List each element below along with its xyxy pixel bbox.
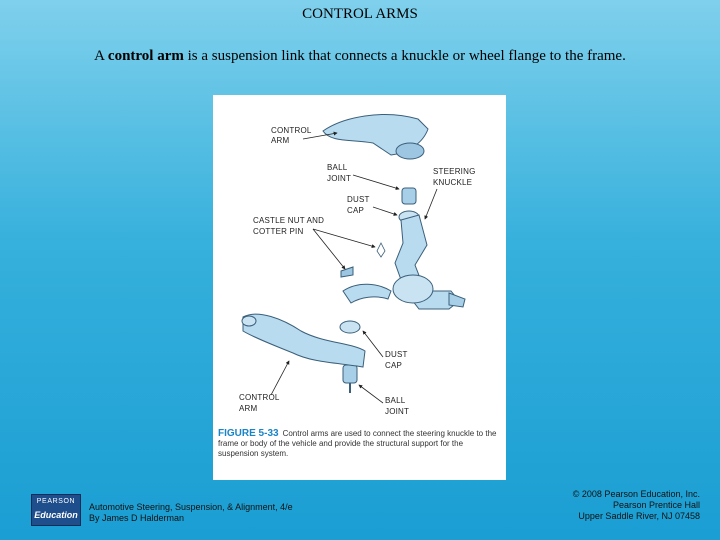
label-control-arm-upper-1: CONTROL: [271, 126, 312, 135]
logo-line-2: Education: [32, 510, 80, 520]
upper-ball-joint: [402, 188, 416, 204]
label-dust-cap-upper-2: CAP: [347, 206, 364, 215]
footer-book-title: Automotive Steering, Suspension, & Align…: [89, 502, 293, 513]
label-ball-joint-upper-1: BALL: [327, 163, 348, 172]
body-bold-term: control arm: [108, 48, 184, 64]
label-ball-joint-upper-2: JOINT: [327, 174, 351, 183]
label-steering-knuckle-2: KNUCKLE: [433, 178, 472, 187]
footer-address: Upper Saddle River, NJ 07458: [573, 511, 700, 522]
slide-body-text: A control arm is a suspension link that …: [60, 46, 660, 67]
label-castle-nut-2: COTTER PIN: [253, 227, 303, 236]
upper-ball-joint-stud: [396, 143, 424, 159]
slide-title: CONTROL ARMS: [0, 6, 720, 23]
body-prefix: A: [94, 48, 108, 64]
footer-copyright-block: © 2008 Pearson Education, Inc. Pearson P…: [573, 489, 700, 522]
label-dust-cap-lower-2: CAP: [385, 361, 402, 370]
steering-arm: [343, 284, 391, 303]
body-suffix: is a suspension link that connects a knu…: [184, 48, 626, 64]
knuckle-hub: [393, 275, 433, 303]
label-steering-knuckle-1: STEERING: [433, 167, 476, 176]
lower-dust-cap: [340, 321, 360, 333]
label-castle-nut-1: CASTLE NUT AND: [253, 216, 324, 225]
figure-panel: CONTROL ARM BALL JOINT STEERING KNUCKLE …: [213, 95, 506, 480]
label-ball-joint-lower-1: BALL: [385, 396, 406, 405]
label-control-arm-upper-2: ARM: [271, 136, 290, 145]
logo-line-1: PEARSON: [32, 498, 80, 505]
footer-book-info: Automotive Steering, Suspension, & Align…: [89, 502, 293, 524]
footer-publisher: Pearson Prentice Hall: [573, 500, 700, 511]
label-dust-cap-lower-1: DUST: [385, 350, 408, 359]
control-arm-diagram: CONTROL ARM BALL JOINT STEERING KNUCKLE …: [213, 95, 506, 425]
label-control-arm-lower-2: ARM: [239, 404, 258, 413]
castle-nut-cotter-pin: [341, 267, 353, 277]
label-dust-cap-upper-1: DUST: [347, 195, 370, 204]
footer-copyright: © 2008 Pearson Education, Inc.: [573, 489, 700, 500]
label-control-arm-lower-1: CONTROL: [239, 393, 280, 402]
label-ball-joint-lower-2: JOINT: [385, 407, 409, 416]
pearson-logo: PEARSON Education: [31, 494, 81, 526]
lower-ball-joint: [343, 365, 357, 383]
spindle: [449, 293, 465, 307]
footer-author: By James D Halderman: [89, 513, 293, 524]
figure-number: FIGURE 5-33: [218, 428, 279, 439]
